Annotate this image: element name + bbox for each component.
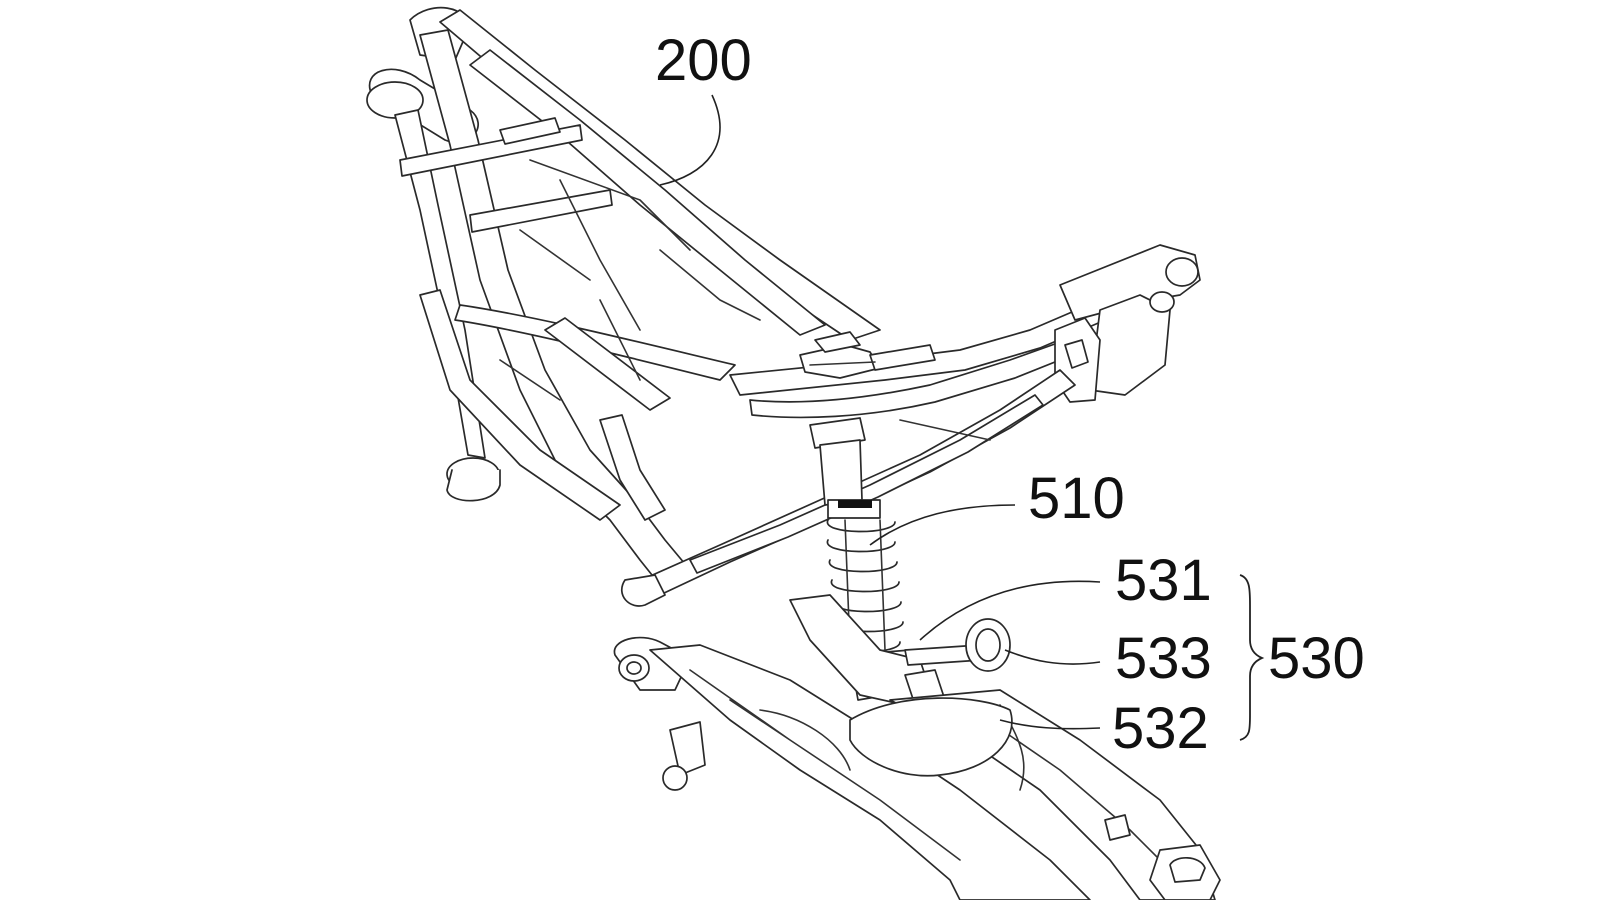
leader-510 [869, 504, 1016, 546]
label-200: 200 [655, 28, 752, 93]
main-frame [366, 6, 881, 586]
leader-533 [1004, 649, 1101, 665]
leader-200 [659, 94, 721, 186]
leader-lines [659, 94, 1265, 741]
label-530: 530 [1268, 626, 1365, 691]
leader-531 [919, 580, 1101, 641]
label-532: 532 [1112, 696, 1209, 761]
group-brace-530 [1239, 574, 1265, 741]
leader-532 [999, 719, 1101, 730]
label-533: 533 [1115, 626, 1212, 691]
reference-labels: 200 510 531 533 532 530 [655, 28, 1365, 761]
label-531: 531 [1115, 548, 1212, 613]
rear-subframe [620, 244, 1201, 607]
swingarm [613, 636, 1221, 900]
label-510: 510 [1028, 466, 1125, 531]
